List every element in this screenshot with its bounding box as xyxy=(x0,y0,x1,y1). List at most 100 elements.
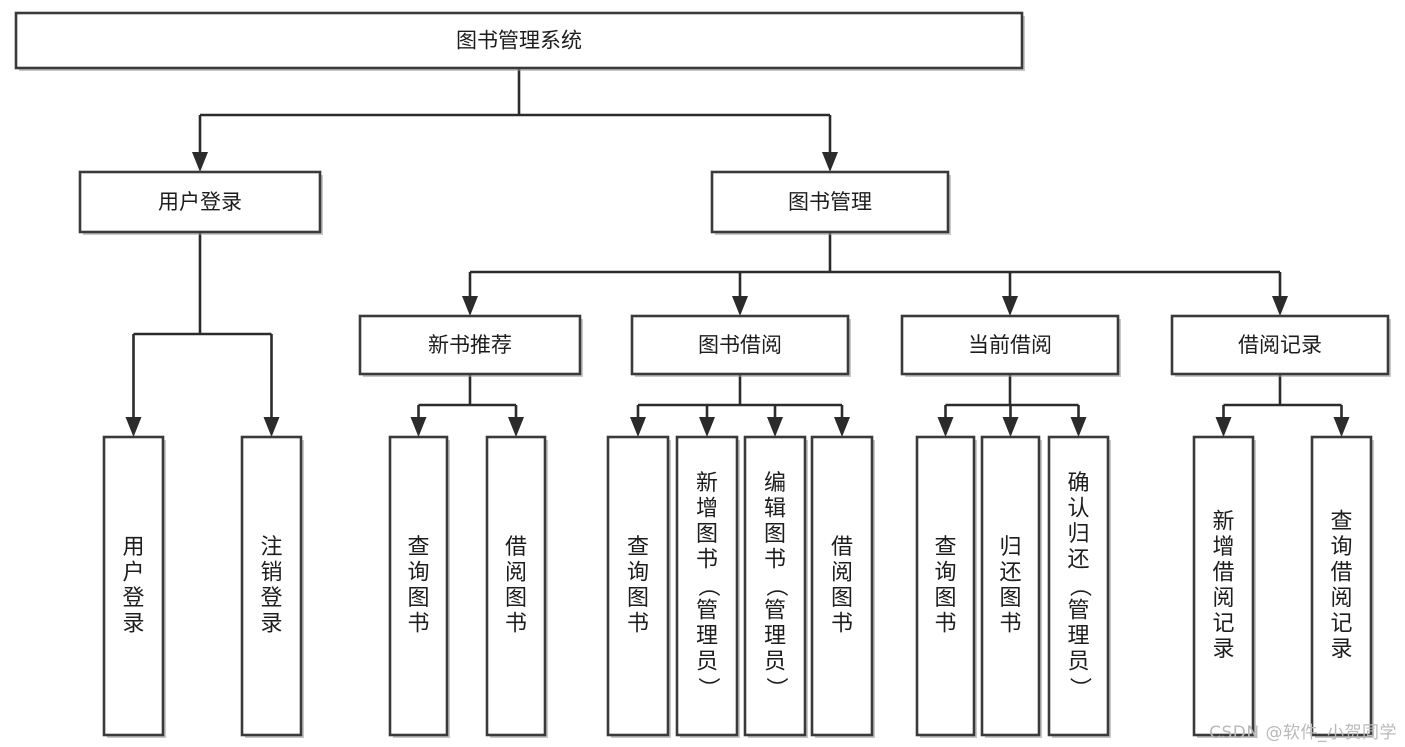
node-rect[interactable] xyxy=(1310,435,1373,737)
node-label: 图书管理系统 xyxy=(456,29,582,53)
leaf-label-char: 询 xyxy=(407,560,429,585)
node-rect[interactable] xyxy=(14,11,1024,70)
arrow-head-icon xyxy=(630,417,646,437)
leaf-label-char: 图 xyxy=(505,586,527,611)
arrow-head-icon xyxy=(767,417,783,437)
node-level3-new-book-recommend[interactable]: 新书推荐 xyxy=(358,314,583,377)
node-label: 图书管理 xyxy=(788,190,872,214)
node-level2-user-login[interactable]: 用户登录 xyxy=(78,170,323,235)
arrow-head-icon xyxy=(1272,296,1288,316)
leaf-label-char: 录 xyxy=(260,611,282,636)
node-label: 图书借阅 xyxy=(698,333,782,357)
node-rect[interactable] xyxy=(810,435,874,737)
node-rect[interactable] xyxy=(630,314,850,376)
node-rect[interactable] xyxy=(980,435,1041,737)
arrow-head-icon xyxy=(937,417,954,437)
leaf-label-char: （ xyxy=(1067,575,1092,597)
node-rect[interactable] xyxy=(900,314,1120,376)
leaf-label-char: 图 xyxy=(764,522,786,547)
leaf-label-char: 注 xyxy=(260,535,282,560)
node-rect[interactable] xyxy=(1170,314,1390,376)
leaf-label-char: 辑 xyxy=(764,497,786,522)
node-rect[interactable] xyxy=(358,314,582,376)
node-rect[interactable] xyxy=(485,435,547,737)
leaf-label-char: 书 xyxy=(505,611,527,636)
leaf-label-char: 阅 xyxy=(1212,586,1234,611)
leaf-label-char: 记 xyxy=(1212,611,1234,636)
node-level2-book-manage[interactable]: 图书管理 xyxy=(710,170,951,235)
node-label: 新书推荐 xyxy=(428,333,512,357)
arrow-head-icon xyxy=(834,417,850,437)
node-layer: 图书管理系统用户登录图书管理新书推荐图书借阅当前借阅借阅记录用户登录注销登录查询… xyxy=(14,11,1391,738)
leaf-label-char: 归 xyxy=(1067,522,1089,547)
leaf-label-char: 借 xyxy=(831,535,853,560)
leaf-label-char: 管 xyxy=(696,599,718,624)
csdn-watermark: CSDN @软件_小贺同学 xyxy=(1209,723,1397,743)
node-rect[interactable] xyxy=(1047,435,1110,737)
leaf-label-char: 用 xyxy=(122,535,144,560)
leaf-label-char: （ xyxy=(763,575,788,597)
leaf-label-char: 图 xyxy=(696,522,718,547)
leaf-label-char: 书 xyxy=(999,611,1021,636)
node-leaf-leaf-user-login[interactable]: 用户登录 xyxy=(102,435,166,738)
connector-layer xyxy=(125,68,1350,437)
node-rect[interactable] xyxy=(915,435,976,737)
leaf-label-char: 录 xyxy=(1330,637,1352,662)
leaf-label-char: ） xyxy=(695,677,720,699)
leaf-label-char: 阅 xyxy=(505,560,527,585)
leaf-label-char: 书 xyxy=(627,611,649,636)
leaf-label-char: 员 xyxy=(696,650,718,675)
leaf-label-char: 增 xyxy=(1212,535,1234,560)
arrow-head-icon xyxy=(1002,417,1019,437)
leaf-label-char: 还 xyxy=(999,560,1021,585)
node-root-root[interactable]: 图书管理系统 xyxy=(14,11,1025,71)
node-level3-current-borrow[interactable]: 当前借阅 xyxy=(900,314,1121,377)
leaf-label-char: ） xyxy=(1067,677,1092,699)
leaf-label-char: 登 xyxy=(122,586,144,611)
leaf-label-char: 书 xyxy=(831,611,853,636)
arrow-head-icon xyxy=(1070,417,1087,437)
leaf-label-char: 借 xyxy=(1330,560,1352,585)
leaf-label-char: 新 xyxy=(1212,509,1234,534)
leaf-label-char: 员 xyxy=(1067,650,1089,675)
leaf-label-char: ） xyxy=(763,677,788,699)
node-rect[interactable] xyxy=(606,435,670,737)
leaf-label-char: 认 xyxy=(1067,497,1089,522)
leaf-label-char: 阅 xyxy=(1330,586,1352,611)
leaf-label-char: 书 xyxy=(407,611,429,636)
node-rect[interactable] xyxy=(78,170,322,234)
leaf-label-char: 图 xyxy=(999,586,1021,611)
node-rect[interactable] xyxy=(1192,435,1255,737)
leaf-label-char: 询 xyxy=(934,560,956,585)
node-rect[interactable] xyxy=(240,435,303,737)
node-level3-borrow-record[interactable]: 借阅记录 xyxy=(1170,314,1391,377)
leaf-label-char: 归 xyxy=(999,535,1021,560)
arrow-head-icon xyxy=(263,417,280,437)
leaf-label-char: （ xyxy=(695,575,720,597)
leaf-label-char: 录 xyxy=(122,611,144,636)
leaf-label-char: 理 xyxy=(696,624,718,649)
node-rect[interactable] xyxy=(710,170,950,234)
node-rect[interactable] xyxy=(743,435,807,737)
arrow-head-icon xyxy=(1215,417,1232,437)
node-rect[interactable] xyxy=(388,435,449,737)
leaf-label-char: 图 xyxy=(407,586,429,611)
node-level3-book-borrow[interactable]: 图书借阅 xyxy=(630,314,851,377)
node-rect[interactable] xyxy=(675,435,739,737)
node-label: 用户登录 xyxy=(158,190,242,214)
leaf-label-char: 阅 xyxy=(831,560,853,585)
node-rect[interactable] xyxy=(102,435,165,737)
